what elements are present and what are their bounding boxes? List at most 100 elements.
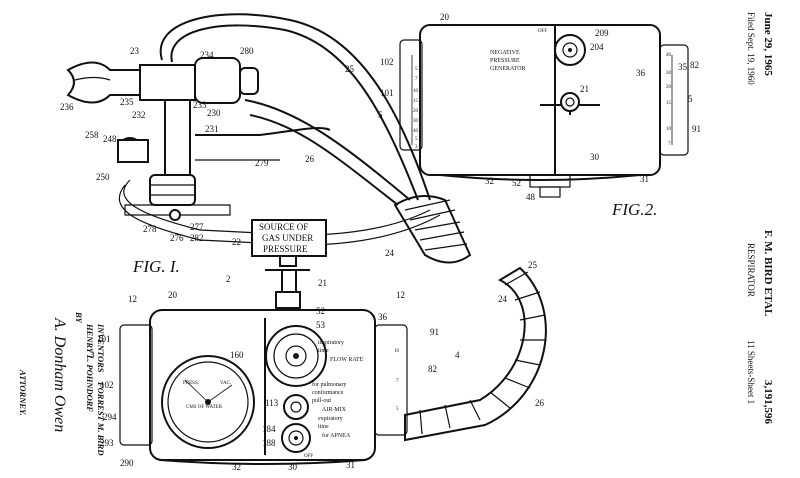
gauge-vac-label: VAC. — [220, 381, 231, 386]
svg-text:278: 278 — [143, 224, 157, 234]
svg-text:184: 184 — [262, 424, 276, 434]
pulmonary-label-3: pull-out — [312, 398, 331, 404]
svg-text:20: 20 — [666, 85, 672, 90]
svg-text:236: 236 — [60, 102, 74, 112]
svg-text:40: 40 — [413, 129, 419, 134]
svg-text:48: 48 — [526, 192, 536, 202]
air-mix-label: AIR-MIX — [322, 407, 347, 413]
svg-text:4: 4 — [455, 350, 460, 360]
attorney-signature: A. Donham Owen — [51, 317, 68, 432]
svg-text:23: 23 — [130, 46, 140, 56]
svg-text:113: 113 — [265, 398, 279, 408]
svg-text:21: 21 — [580, 84, 589, 94]
svg-text:21: 21 — [318, 278, 327, 288]
svg-text:52: 52 — [316, 306, 325, 316]
inventor-header: F. M. BIRD ETAL — [762, 230, 774, 317]
svg-text:160: 160 — [230, 350, 244, 360]
svg-text:91: 91 — [430, 327, 439, 337]
svg-text:5: 5 — [415, 67, 418, 72]
svg-text:258: 258 — [85, 130, 99, 140]
corrugated-hose-lower — [405, 268, 546, 440]
flow-rate-knob — [266, 326, 326, 386]
svg-text:25: 25 — [528, 260, 538, 270]
svg-text:12: 12 — [396, 290, 405, 300]
svg-text:82: 82 — [428, 364, 437, 374]
svg-text:91: 91 — [692, 124, 701, 134]
svg-text:279: 279 — [255, 158, 269, 168]
exp-time-label-2: time — [318, 424, 329, 430]
signature: A. Donham Owen — [51, 317, 68, 432]
svg-text:7: 7 — [415, 77, 418, 82]
apnea-label: for APNEA — [322, 432, 351, 439]
fig2-housing — [400, 25, 688, 197]
svg-text:209: 209 — [595, 28, 609, 38]
svg-text:30: 30 — [666, 71, 672, 76]
svg-text:30: 30 — [413, 119, 419, 124]
svg-text:35: 35 — [678, 62, 688, 72]
svg-text:40: 40 — [666, 53, 672, 58]
patent-title: RESPIRATOR — [746, 243, 756, 297]
generator-label-2: PRESSURE — [490, 58, 520, 64]
filed-date: Filed Sept. 19, 1960 — [746, 12, 756, 85]
svg-text:10: 10 — [413, 89, 419, 94]
svg-text:5: 5 — [396, 407, 399, 412]
svg-text:282: 282 — [190, 233, 204, 243]
svg-text:32: 32 — [232, 462, 241, 472]
svg-text:36: 36 — [378, 312, 388, 322]
gauge-press-label: PRESS. — [183, 381, 199, 386]
svg-text:234: 234 — [200, 50, 214, 60]
exp-time-label-1: expiratory — [318, 416, 343, 422]
svg-text:10: 10 — [666, 127, 672, 132]
svg-text:22: 22 — [232, 237, 241, 247]
by-label: BY — [74, 311, 84, 324]
attorney-label: ATTORNEY. — [18, 369, 28, 416]
fig1-label: FIG. I. — [132, 257, 180, 276]
apnea-off-label: OFF — [304, 454, 313, 459]
gas-source-line-1: SOURCE OF — [259, 222, 308, 232]
svg-text:102: 102 — [380, 57, 394, 67]
pressure-gauge — [162, 356, 254, 448]
svg-text:248: 248 — [103, 134, 117, 144]
svg-text:231: 231 — [205, 124, 219, 134]
flow-rate-label: FLOW RATE — [330, 357, 364, 363]
pulmonary-label-1: for pulmonary — [312, 381, 347, 388]
svg-text:20: 20 — [168, 290, 178, 300]
svg-text:5: 5 — [378, 110, 383, 120]
svg-text:10: 10 — [394, 349, 400, 354]
fig2-label: FIG.2. — [611, 200, 657, 219]
svg-text:232: 232 — [132, 110, 146, 120]
svg-text:230: 230 — [207, 108, 221, 118]
gauge-units-label: CMS OF WATER — [186, 405, 223, 410]
generator-label-1: NEGATIVE — [490, 50, 520, 56]
svg-text:2: 2 — [226, 274, 231, 284]
apnea-knob — [282, 424, 310, 452]
svg-text:26: 26 — [535, 398, 545, 408]
inventors-block: INVENTORS FORREST M. BIRD HENRY L. POHND… — [74, 311, 106, 455]
gas-source-line-2: GAS UNDER — [262, 233, 313, 243]
svg-text:15: 15 — [413, 99, 419, 104]
patent-date: June 29, 1965 — [762, 12, 774, 76]
attorney-role: ATTORNEY. — [18, 369, 28, 416]
svg-text:233: 233 — [193, 100, 207, 110]
gas-source-line-3: PRESSURE — [263, 244, 308, 254]
svg-text:15: 15 — [666, 101, 672, 106]
svg-text:36: 36 — [636, 68, 646, 78]
svg-text:235: 235 — [120, 97, 134, 107]
svg-text:290: 290 — [120, 458, 134, 468]
svg-text:5: 5 — [415, 137, 418, 142]
pulmonary-label-2: conformance — [312, 389, 344, 396]
svg-text:3: 3 — [415, 145, 418, 150]
svg-text:250: 250 — [96, 172, 110, 182]
air-mix-knob — [284, 395, 308, 419]
svg-text:53: 53 — [316, 320, 326, 330]
svg-text:280: 280 — [240, 46, 254, 56]
inventors-label: INVENTORS — [96, 323, 106, 373]
insp-time-label-2: time — [318, 348, 329, 354]
svg-text:204: 204 — [590, 42, 604, 52]
gas-source-box: SOURCE OF GAS UNDER PRESSURE — [252, 220, 326, 256]
nebulizer-body — [118, 58, 258, 220]
inventor-name-1: FORREST M. BIRD — [96, 381, 106, 455]
svg-text:26: 26 — [305, 154, 315, 164]
svg-text:25: 25 — [345, 64, 355, 74]
fig2-left-scale: 5 7 10 15 20 30 40 5 3 — [413, 67, 419, 150]
